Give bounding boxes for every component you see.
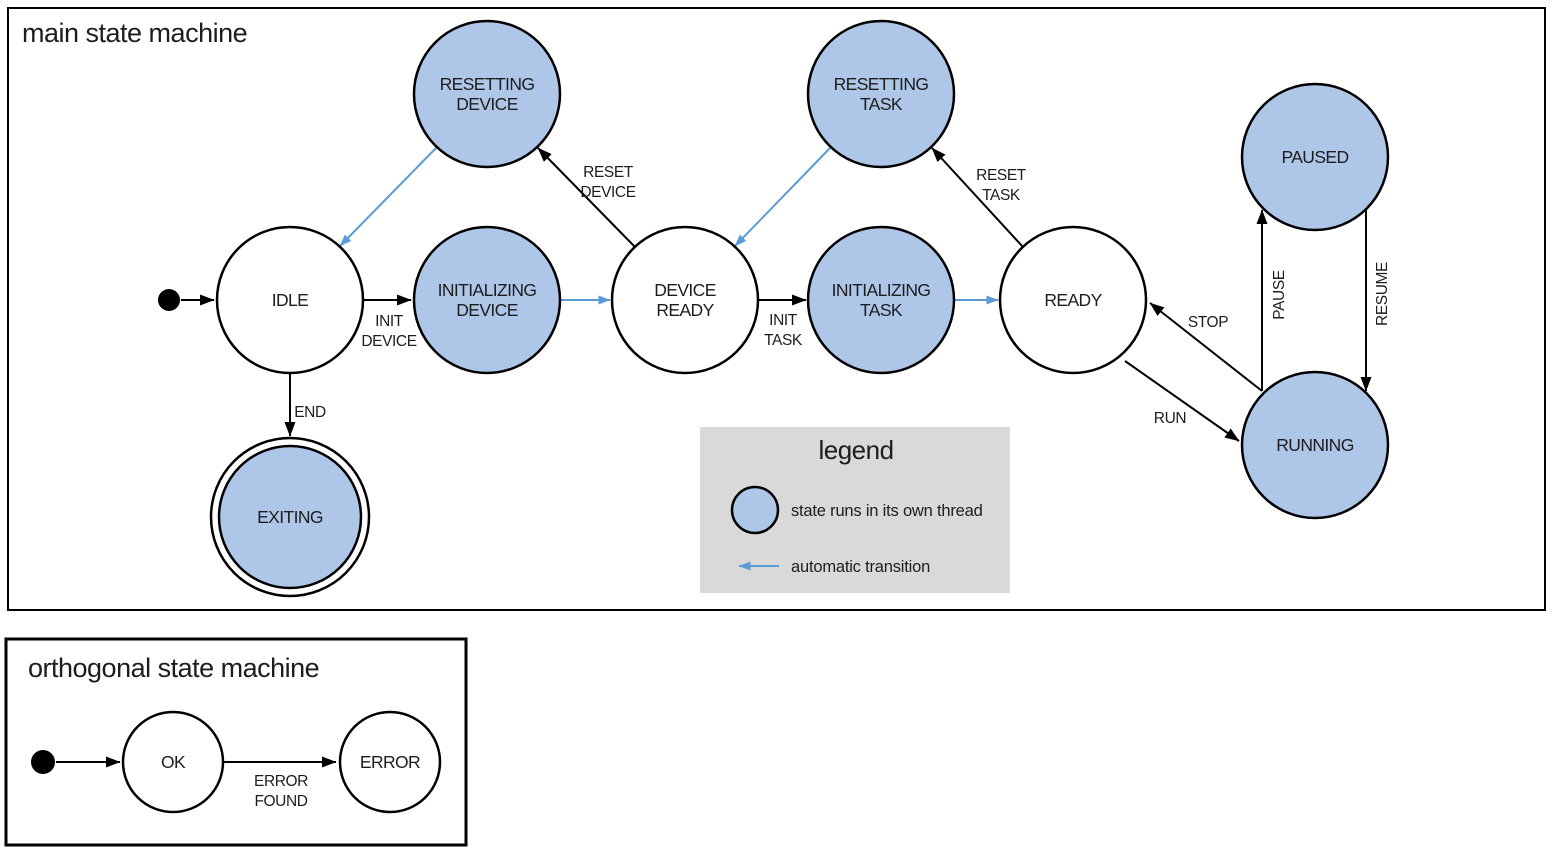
legend-threaded-state-icon (730, 485, 780, 535)
legend-title: legend (818, 435, 893, 465)
state-error-label: ERROR (360, 752, 420, 772)
state-resetting-task-label-line1: RESETTING (834, 74, 929, 94)
state-paused-shape (1240, 82, 1390, 232)
state-ok-shape (121, 710, 225, 814)
state-initializing-task-shape (806, 225, 956, 375)
orthogonal-initial-state-dot (31, 750, 55, 774)
state-device-ready-label-line2: READY (656, 300, 714, 320)
transition-stop-label: STOP (1188, 314, 1228, 331)
transition-reset-task-arrow (931, 147, 1024, 248)
state-initializing-device-label-line1: INITIALIZING (438, 280, 537, 300)
state-ready-shape (998, 225, 1148, 375)
transition-resume-label: RESUME (1374, 262, 1391, 326)
auto-transition-resetting-task-to-device-ready-arrow (734, 146, 832, 247)
transition-init-device-label-line1: INIT (375, 313, 404, 330)
orthogonal-panel-title: orthogonal state machine (28, 653, 319, 683)
state-ready-label: READY (1044, 290, 1102, 310)
transition-init-task-label-line1: INIT (769, 312, 798, 329)
state-resetting-device-label-line1: RESETTING (440, 74, 535, 94)
transition-run-label: RUN (1154, 410, 1186, 427)
state-running-shape (1240, 370, 1390, 520)
state-running-label: RUNNING (1276, 435, 1353, 455)
state-resetting-task-label-line2: TASK (860, 94, 903, 114)
state-resetting-device-shape (412, 19, 562, 169)
state-exiting-label: EXITING (257, 507, 323, 527)
transition-error-found-label-line1: ERROR (254, 773, 308, 790)
state-initializing-device-shape (412, 225, 562, 375)
transition-reset-task-label-line1: RESET (976, 167, 1027, 184)
state-initializing-task-label-line1: INITIALIZING (832, 280, 931, 300)
transition-reset-device-arrow (537, 147, 636, 248)
auto-transition-resetting-device-to-idle-arrow (339, 146, 438, 247)
transition-init-task-label-line2: TASK (764, 332, 803, 349)
state-device-ready-label-line1: DEVICE (654, 280, 716, 300)
transition-init-device-label-line2: DEVICE (361, 333, 416, 350)
state-resetting-device-label-line2: DEVICE (456, 94, 518, 114)
main-panel-title: main state machine (22, 18, 247, 48)
state-initializing-device-label-line2: DEVICE (456, 300, 518, 320)
legend-auto-item-label: automatic transition (791, 558, 930, 576)
main-initial-state-dot (158, 289, 180, 311)
state-paused-label: PAUSED (1281, 147, 1348, 167)
transition-reset-task-label-line2: TASK (982, 187, 1021, 204)
legend-thread-item-label: state runs in its own thread (791, 502, 983, 520)
transition-reset-device-label-line1: RESET (583, 164, 634, 181)
state-initializing-task-label-line2: TASK (860, 300, 903, 320)
state-exiting-shape (217, 444, 363, 590)
transition-pause-label: PAUSE (1271, 270, 1288, 319)
transition-stop-arrow (1149, 302, 1263, 392)
state-device-ready-shape (610, 225, 760, 375)
state-idle-shape (215, 225, 365, 375)
transition-end-label: END (294, 404, 326, 421)
state-ok-label: OK (161, 752, 186, 772)
state-idle-label: IDLE (272, 290, 309, 310)
transition-run-arrow (1124, 360, 1240, 442)
state-error-shape (338, 710, 442, 814)
state-resetting-task-shape (806, 19, 956, 169)
transition-reset-device-label-line2: DEVICE (580, 184, 635, 201)
transition-error-found-label-line2: FOUND (254, 793, 307, 810)
